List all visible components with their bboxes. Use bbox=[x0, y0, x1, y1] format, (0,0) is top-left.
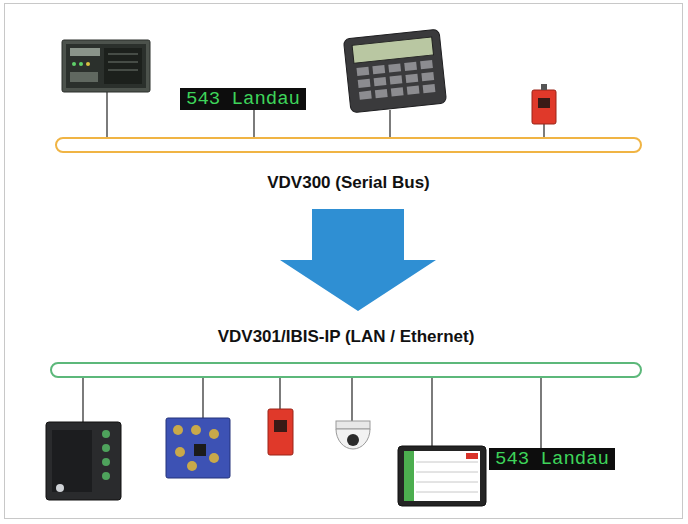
keypad-terminal bbox=[404, 62, 417, 71]
keypad-terminal bbox=[421, 72, 434, 81]
network-switch bbox=[52, 430, 92, 492]
circuit-board bbox=[194, 444, 206, 456]
red-sensor bbox=[532, 90, 556, 124]
tablet-display bbox=[466, 453, 478, 459]
drop-lines bbox=[389, 110, 390, 138]
network-switch bbox=[46, 422, 121, 500]
bus-band: VDV301/IBIS-IP (LAN / Ethernet) bbox=[50, 327, 642, 378]
network-switch bbox=[56, 484, 64, 492]
keypad-terminal bbox=[391, 87, 404, 96]
onboard-computer bbox=[79, 62, 83, 66]
drop-lines bbox=[279, 377, 280, 409]
tablet-display bbox=[416, 492, 478, 493]
onboard-computer bbox=[66, 44, 146, 88]
tablet-display bbox=[404, 451, 414, 501]
network-switch bbox=[102, 430, 110, 480]
keypad-terminal bbox=[423, 84, 436, 93]
circuit-board bbox=[173, 425, 183, 435]
red-sensor bbox=[274, 420, 287, 432]
led-destination-display: 543 Landau bbox=[489, 448, 615, 470]
keypad-terminal bbox=[372, 65, 385, 74]
onboard-computer bbox=[104, 48, 142, 84]
red-sensor bbox=[268, 409, 293, 455]
tablet-display bbox=[416, 482, 478, 483]
keypad-terminal bbox=[343, 29, 446, 113]
transition-arrow bbox=[280, 209, 436, 311]
keypad-terminal bbox=[388, 63, 401, 72]
drop-line bbox=[541, 378, 542, 448]
keypad-terminal bbox=[343, 29, 446, 113]
keypad-terminal bbox=[356, 60, 435, 100]
dome-camera bbox=[336, 421, 370, 429]
dome-camera bbox=[336, 429, 370, 449]
keypad-terminal bbox=[374, 77, 387, 86]
keypad-terminal bbox=[375, 89, 388, 98]
onboard-computer bbox=[70, 72, 98, 82]
dome-camera bbox=[336, 421, 370, 449]
circuit-board bbox=[166, 418, 230, 478]
onboard-computer bbox=[72, 62, 76, 66]
drop-lines bbox=[543, 124, 544, 138]
onboard-computer bbox=[62, 40, 150, 92]
drop-line bbox=[253, 110, 254, 137]
display-text: 543 Landau bbox=[495, 449, 609, 469]
dome-camera bbox=[347, 434, 359, 446]
drop-lines bbox=[431, 377, 432, 446]
network-switch bbox=[102, 458, 110, 466]
keypad-terminal bbox=[405, 74, 418, 83]
network-switch bbox=[102, 472, 110, 480]
onboard-computer bbox=[62, 40, 150, 92]
tablet-display bbox=[404, 451, 480, 501]
bus-band: VDV300 (Serial Bus) bbox=[55, 137, 642, 193]
keypad-terminal bbox=[352, 37, 433, 63]
onboard-computer bbox=[108, 62, 138, 63]
drop-lines bbox=[202, 377, 203, 418]
network-switch bbox=[46, 422, 121, 500]
bus-tube bbox=[50, 362, 642, 378]
tablet-display bbox=[416, 462, 478, 463]
red-sensor bbox=[538, 98, 550, 108]
tablet-display bbox=[416, 462, 478, 492]
tablet-display bbox=[416, 472, 478, 473]
onboard-computer bbox=[70, 48, 100, 56]
network-switch bbox=[102, 444, 110, 452]
circuit-board bbox=[175, 447, 185, 457]
network-switch bbox=[102, 430, 110, 438]
display-text: 543 Landau bbox=[186, 89, 300, 109]
circuit-board bbox=[209, 453, 219, 463]
circuit-board bbox=[166, 418, 230, 478]
tablet-display bbox=[398, 446, 486, 506]
drop-line bbox=[540, 378, 541, 448]
tablet-display bbox=[398, 446, 486, 506]
onboard-computer bbox=[108, 70, 138, 71]
bus-label: VDV300 (Serial Bus) bbox=[55, 173, 642, 193]
keypad-terminal bbox=[359, 91, 372, 100]
drop-lines bbox=[351, 377, 352, 421]
keypad-terminal bbox=[358, 79, 371, 88]
led-destination-display: 543 Landau bbox=[180, 88, 306, 110]
keypad-terminal bbox=[356, 67, 369, 76]
keypad-terminal bbox=[420, 60, 433, 69]
bus-label: VDV301/IBIS-IP (LAN / Ethernet) bbox=[50, 327, 642, 347]
onboard-computer bbox=[86, 62, 90, 66]
red-sensor bbox=[541, 84, 547, 90]
circuit-board bbox=[209, 429, 219, 439]
circuit-board bbox=[173, 425, 219, 471]
onboard-computer bbox=[108, 54, 138, 55]
keypad-terminal bbox=[390, 75, 403, 84]
red-sensor bbox=[268, 409, 293, 455]
red-sensor bbox=[532, 84, 556, 124]
drop-lines bbox=[106, 92, 107, 138]
circuit-board bbox=[191, 425, 201, 435]
keypad-terminal bbox=[407, 86, 420, 95]
bus-tube bbox=[55, 137, 642, 153]
drop-line bbox=[254, 110, 255, 137]
drop-lines bbox=[82, 377, 83, 422]
circuit-board bbox=[187, 461, 197, 471]
